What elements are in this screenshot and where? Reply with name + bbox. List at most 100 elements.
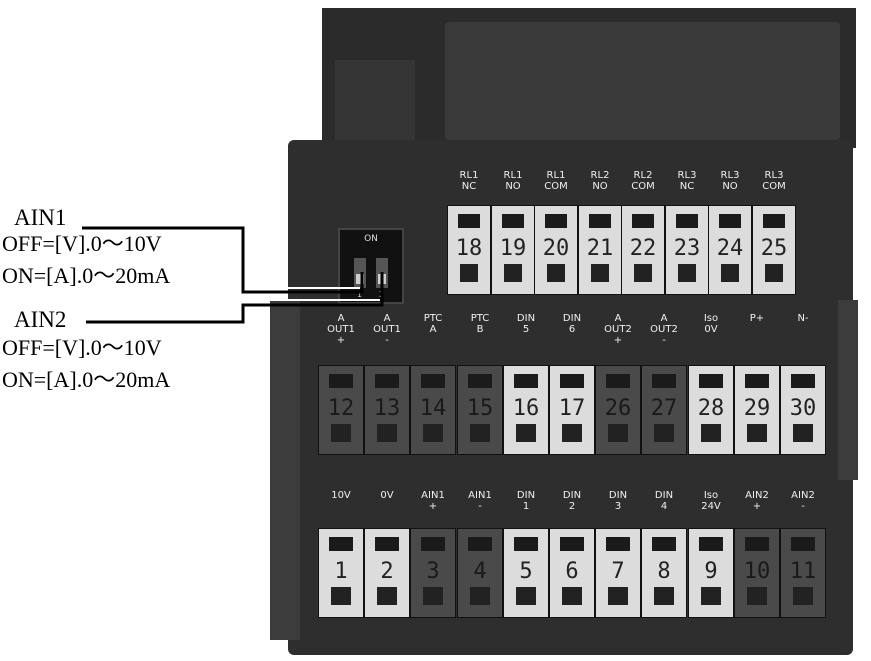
terminal-19[interactable]: 19 — [491, 205, 535, 295]
ain2-title: AIN2 — [14, 307, 67, 332]
ain1-on-text: ON=[A].0～20mA — [2, 263, 171, 288]
bottom-row-label: AIN1 - — [468, 490, 492, 512]
terminal-number: 22 — [629, 236, 657, 261]
terminal-29[interactable]: 29 — [734, 365, 780, 455]
terminal-6[interactable]: 6 — [549, 528, 595, 618]
ain1-off-text: OFF=[V].0～10V — [2, 231, 162, 256]
terminal-number: 26 — [604, 396, 632, 421]
ain2-on-text: ON=[A].0～20mA — [2, 367, 171, 392]
terminal-11[interactable]: 11 — [780, 528, 826, 618]
bottom-row-label: DIN 1 — [516, 490, 536, 512]
terminal-3[interactable]: 3 — [410, 528, 456, 618]
terminal-2[interactable]: 2 — [364, 528, 410, 618]
relay-row-label: RL1 COM — [544, 170, 568, 192]
bottom-row-label: DIN 4 — [654, 490, 674, 512]
terminal-number: 4 — [473, 559, 487, 584]
bottom-row-label: AIN2 + — [745, 490, 769, 512]
middle-row-label: DIN 6 — [562, 313, 582, 335]
terminal-number: 9 — [704, 559, 718, 584]
relay-row-label: RL3 NC — [677, 170, 697, 192]
terminal-number: 7 — [611, 559, 625, 584]
middle-row-label: DIN 5 — [516, 313, 536, 335]
terminal-27[interactable]: 27 — [641, 365, 687, 455]
middle-row-label: Iso 0V — [703, 313, 719, 335]
terminal-number: 1 — [334, 559, 348, 584]
terminal-9[interactable]: 9 — [688, 528, 734, 618]
relay-row-label: RL1 NC — [459, 170, 479, 192]
device-right-flange — [838, 300, 858, 480]
terminal-number: 13 — [373, 396, 401, 421]
device-cover-panel — [445, 22, 840, 140]
ain2-off-text: OFF=[V].0～10V — [2, 335, 162, 360]
terminal-number: 17 — [558, 396, 586, 421]
terminal-number: 12 — [327, 396, 355, 421]
terminal-24[interactable]: 24 — [708, 205, 752, 295]
relay-row-label: RL1 NO — [503, 170, 523, 192]
terminal-22[interactable]: 22 — [621, 205, 665, 295]
bottom-row-label: 10V — [331, 490, 351, 501]
terminal-number: 21 — [586, 236, 614, 261]
bottom-row-label: Iso 24V — [701, 490, 721, 512]
terminal-18[interactable]: 18 — [447, 205, 491, 295]
dip-switch-1-number: 1 — [357, 290, 363, 299]
terminal-4[interactable]: 4 — [457, 528, 503, 618]
relay-row-label: RL2 COM — [631, 170, 655, 192]
terminal-26[interactable]: 26 — [595, 365, 641, 455]
terminal-1[interactable]: 1 — [318, 528, 364, 618]
terminal-number: 18 — [455, 236, 483, 261]
terminal-number: 29 — [743, 396, 771, 421]
terminal-10[interactable]: 10 — [734, 528, 780, 618]
ain1-title: AIN1 — [14, 205, 67, 230]
terminal-14[interactable]: 14 — [410, 365, 456, 455]
terminal-13[interactable]: 13 — [364, 365, 410, 455]
terminal-12[interactable]: 12 — [318, 365, 364, 455]
terminal-number: 11 — [789, 559, 817, 584]
bottom-row-label: AIN1 + — [421, 490, 445, 512]
terminal-number: 27 — [650, 396, 678, 421]
dip-switch-label: ON — [364, 234, 378, 244]
terminal-28[interactable]: 28 — [688, 365, 734, 455]
terminal-25[interactable]: 25 — [752, 205, 796, 295]
terminal-20[interactable]: 20 — [534, 205, 578, 295]
middle-row-label: PTC B — [470, 313, 490, 335]
terminal-number: 6 — [565, 559, 579, 584]
terminal-number: 25 — [760, 236, 788, 261]
middle-row-label: A OUT2 - — [650, 313, 678, 346]
terminal-number: 23 — [673, 236, 701, 261]
middle-row-label: P+ — [749, 313, 765, 324]
terminal-number: 24 — [716, 236, 744, 261]
bottom-row-label: 0V — [380, 490, 394, 501]
middle-row-label: A OUT1 + — [327, 313, 355, 346]
bottom-row-label: DIN 2 — [562, 490, 582, 512]
terminal-5[interactable]: 5 — [503, 528, 549, 618]
device-left-flange — [270, 300, 300, 640]
terminal-30[interactable]: 30 — [780, 365, 826, 455]
terminal-16[interactable]: 16 — [503, 365, 549, 455]
terminal-number: 20 — [542, 236, 570, 261]
terminal-number: 5 — [519, 559, 533, 584]
middle-row-label: PTC A — [423, 313, 443, 335]
terminal-7[interactable]: 7 — [595, 528, 641, 618]
middle-row-label: N- — [797, 313, 809, 324]
terminal-number: 19 — [499, 236, 527, 261]
terminal-8[interactable]: 8 — [641, 528, 687, 618]
terminal-15[interactable]: 15 — [457, 365, 503, 455]
terminal-number: 14 — [419, 396, 447, 421]
relay-row-label: RL3 COM — [762, 170, 786, 192]
terminal-number: 3 — [426, 559, 440, 584]
terminal-23[interactable]: 23 — [665, 205, 709, 295]
terminal-number: 30 — [789, 396, 817, 421]
middle-row-label: A OUT2 + — [604, 313, 632, 346]
bottom-row-label: DIN 3 — [608, 490, 628, 512]
terminal-number: 15 — [466, 396, 494, 421]
relay-row-label: RL2 NO — [590, 170, 610, 192]
terminal-number: 8 — [657, 559, 671, 584]
relay-row-label: RL3 NO — [720, 170, 740, 192]
terminal-number: 28 — [697, 396, 725, 421]
terminal-17[interactable]: 17 — [549, 365, 595, 455]
terminal-number: 2 — [380, 559, 394, 584]
middle-row-label: A OUT1 - — [373, 313, 401, 346]
terminal-number: 16 — [512, 396, 540, 421]
